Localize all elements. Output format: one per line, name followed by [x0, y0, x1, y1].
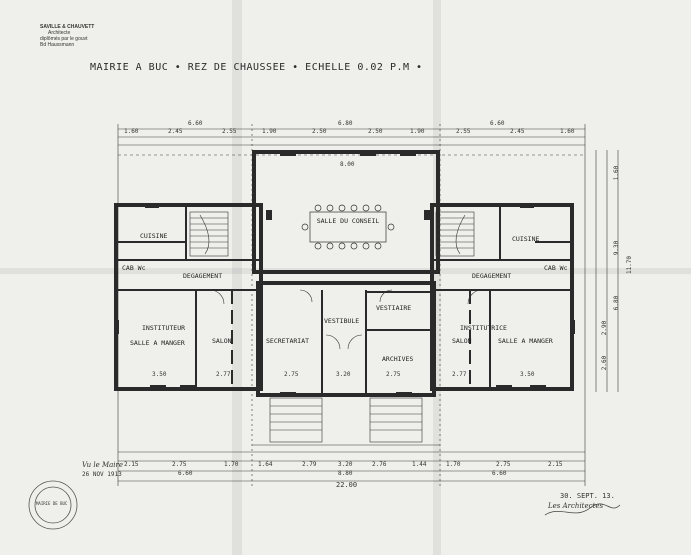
dim-bottom: 2.75 — [496, 461, 511, 468]
dim-top-2: 2.50 — [312, 128, 327, 135]
room-degagement-left: DEGAGEMENT — [183, 272, 223, 280]
dim-room: 2.75 — [284, 371, 299, 378]
stamp-seal: MAIRIE DE BUC — [36, 501, 68, 506]
dim-bottom: 2.15 — [124, 461, 139, 468]
dim-bottom: 2.75 — [172, 461, 187, 468]
dim-top-2: 1.90 — [262, 128, 277, 135]
dim-bottom: 1.70 — [446, 461, 461, 468]
dim-bottom-3: 8.80 — [338, 470, 353, 477]
dim-right: 2.60 — [601, 355, 609, 371]
room-institutrice: INSTITUTRICE — [460, 324, 507, 332]
room-cab-right: CAB Wc — [544, 264, 568, 272]
paper-fold — [232, 0, 242, 555]
dim-bottom: 1.64 — [258, 461, 273, 468]
dim-room: 2.77 — [216, 371, 231, 378]
dim-bottom: 1.44 — [412, 461, 427, 468]
dim-right: 1.60 — [613, 165, 621, 181]
room-salle-conseil: SALLE DU CONSEIL — [316, 217, 380, 225]
dim-right: 6.80 — [613, 295, 621, 311]
dim-bottom: 2.15 — [548, 461, 563, 468]
plan-date: 30. SEPT. 13. — [560, 492, 615, 500]
room-secretariat: SECRETARIAT — [266, 337, 310, 345]
dim-bottom: 3.20 — [338, 461, 353, 468]
dim-room: 2.77 — [452, 371, 467, 378]
stamp-maire: Vu le Maire — [82, 461, 124, 469]
dim-room: 3.20 — [336, 371, 351, 378]
room-instituteur: INSTITUTEUR — [142, 324, 186, 332]
plan-title: MAIRIE A BUC • REZ DE CHAUSSEE • ECHELLE… — [90, 62, 423, 73]
stamp-date: 26 NOV 1913 — [82, 471, 122, 478]
dim-right: 2.90 — [601, 320, 609, 336]
dim-top-2: 2.50 — [368, 128, 383, 135]
dim-top-2: 1.60 — [560, 128, 575, 135]
room-salle-manger-left: SALLE A MANGER — [130, 339, 185, 347]
dim-right: 11.70 — [626, 255, 634, 275]
dim-bottom: 1.70 — [224, 461, 239, 468]
room-cuisine-right: CUISINE — [512, 235, 540, 243]
room-cuisine-left: CUISINE — [140, 232, 168, 240]
dim-room: 2.75 — [386, 371, 401, 378]
signature-label: Les Architectes — [548, 502, 604, 510]
room-salle-manger-right: SALLE A MANGER — [498, 337, 553, 345]
architect-role: Architecte — [48, 30, 71, 36]
dim-top-2: 1.90 — [410, 128, 425, 135]
dim-top-2: 1.60 — [124, 128, 139, 135]
dim-bottom: 2.79 — [302, 461, 317, 468]
room-cab-left: CAB Wc — [122, 264, 146, 272]
architect-name: SAVILLE & CHAUVETT — [40, 24, 95, 30]
dim-bottom-3: 6.60 — [178, 470, 193, 477]
dim-salle-width: 8.00 — [340, 161, 355, 168]
dim-top: 6.80 — [338, 120, 353, 127]
room-vestibule: VESTIBULE — [324, 317, 360, 325]
dim-bottom-3: 6.60 — [492, 470, 507, 477]
architect-address: Bd Haussmann — [40, 42, 75, 48]
dim-top-2: 2.45 — [510, 128, 525, 135]
room-salon-left: SALON — [212, 337, 232, 345]
dim-room: 3.50 — [520, 371, 535, 378]
signature — [544, 503, 621, 516]
dim-right: 9.30 — [613, 240, 621, 256]
dim-top-2: 2.45 — [168, 128, 183, 135]
architect-line: diplômés par le gouvt — [40, 36, 88, 42]
dim-top-2: 2.55 — [456, 128, 471, 135]
room-degagement-right: DEGAGEMENT — [472, 272, 512, 280]
room-vestiaire: VESTIAIRE — [376, 304, 412, 312]
paper-fold — [433, 0, 441, 555]
dim-top: 6.60 — [188, 120, 203, 127]
dim-bottom: 2.76 — [372, 461, 387, 468]
dim-top-2: 2.55 — [222, 128, 237, 135]
dim-total: 22.00 — [336, 481, 358, 489]
dim-room: 3.50 — [152, 371, 167, 378]
dim-top: 6.60 — [490, 120, 505, 127]
room-salon-right: SALON — [452, 337, 472, 345]
room-archives: ARCHIVES — [382, 355, 414, 363]
